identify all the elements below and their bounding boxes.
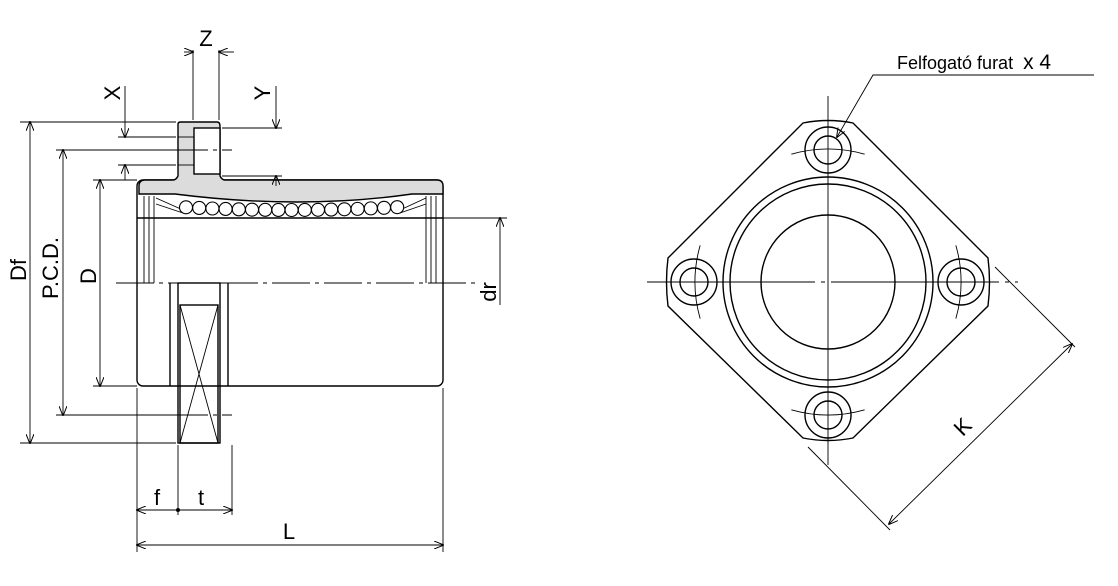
ball bbox=[231, 202, 246, 217]
label-dr: dr bbox=[476, 282, 501, 302]
label-t: t bbox=[198, 485, 204, 510]
ball bbox=[297, 202, 312, 217]
label-f: f bbox=[154, 485, 161, 510]
flange-hole-section bbox=[193, 127, 221, 175]
label-k: K bbox=[949, 412, 977, 440]
k-dimension bbox=[889, 344, 1072, 524]
flange-outline bbox=[665, 119, 991, 442]
ball bbox=[337, 202, 352, 217]
side-view: Z X Y Df P.C.D. D dr f t L bbox=[6, 26, 507, 552]
ball bbox=[390, 200, 405, 215]
ball bbox=[324, 202, 339, 217]
section-housing bbox=[138, 121, 444, 203]
label-x: X bbox=[100, 85, 125, 100]
label-z: Z bbox=[199, 26, 212, 51]
ball bbox=[376, 200, 392, 215]
label-df: Df bbox=[6, 258, 31, 281]
hole-leader bbox=[837, 74, 1094, 137]
label-y: Y bbox=[250, 85, 275, 100]
mounting-holes bbox=[670, 126, 985, 439]
label-pcd: P.C.D. bbox=[38, 237, 63, 299]
ball bbox=[258, 202, 273, 217]
label-d: D bbox=[76, 268, 101, 284]
ball bbox=[192, 200, 207, 216]
ball bbox=[310, 202, 326, 217]
flange-lower bbox=[177, 282, 221, 444]
ball bbox=[350, 201, 365, 216]
ball bbox=[178, 200, 194, 215]
ball bbox=[205, 201, 220, 216]
ball bbox=[363, 201, 378, 216]
flange-cross-icon bbox=[179, 304, 219, 444]
label-l: L bbox=[283, 519, 295, 544]
ball bbox=[284, 202, 299, 218]
ball bbox=[218, 201, 233, 217]
retainer-rings bbox=[143, 196, 437, 283]
ball-row bbox=[178, 200, 405, 218]
ball bbox=[244, 202, 260, 217]
ball bbox=[271, 202, 286, 218]
